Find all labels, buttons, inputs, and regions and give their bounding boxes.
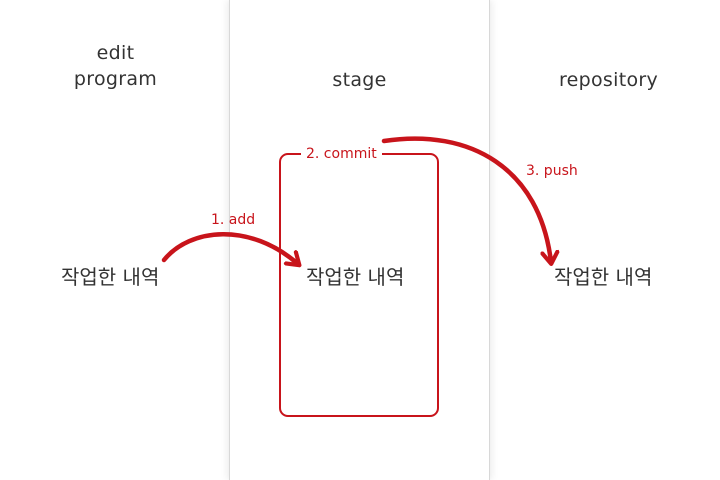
commit-label: 2. commit xyxy=(301,146,382,162)
column-title-edit-program: edit program xyxy=(73,42,158,90)
column-edit-program: edit program 작업한 내역 xyxy=(0,0,229,480)
work-item-repository: 작업한 내역 xyxy=(554,265,653,289)
commit-box: 2. commit xyxy=(279,146,439,417)
column-title-repository: repository xyxy=(558,69,659,91)
column-repository: repository 작업한 내역 xyxy=(489,0,720,480)
work-item-stage: 작업한 내역 xyxy=(306,265,405,289)
push-arrow-label: 3. push xyxy=(526,163,578,179)
column-stage: stage 2. commit 작업한 내역 xyxy=(229,0,490,480)
work-item-edit: 작업한 내역 xyxy=(61,265,160,289)
add-arrow-label: 1. add xyxy=(211,212,256,228)
column-title-stage: stage xyxy=(332,69,387,91)
